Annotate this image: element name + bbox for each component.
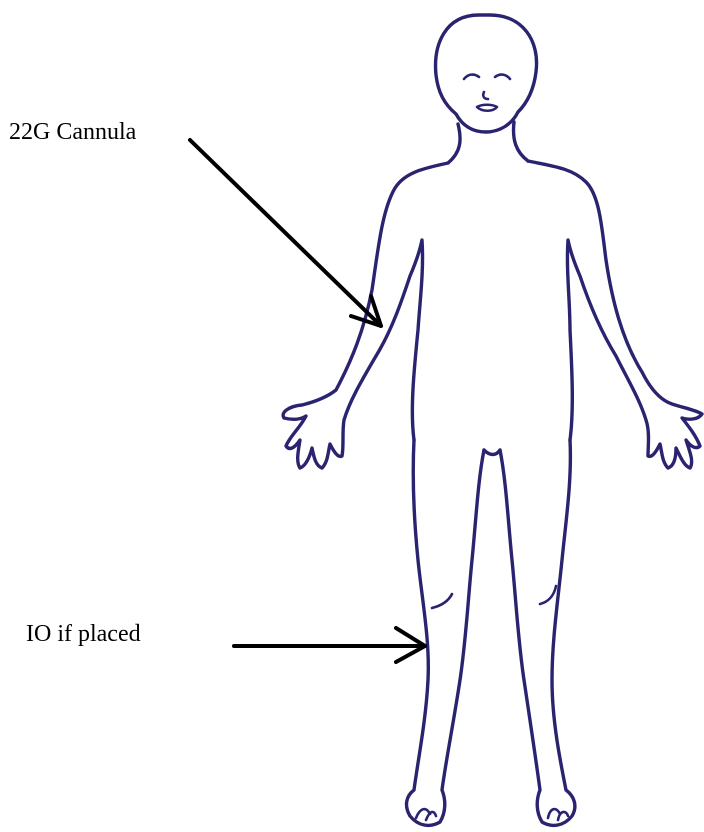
head-outline <box>436 15 537 132</box>
cannula-arrow-shaft <box>190 140 381 326</box>
right-toes <box>548 809 568 820</box>
cannula-arrow <box>190 140 381 326</box>
left-eye <box>464 75 479 79</box>
cannula-label: 22G Cannula <box>9 120 136 144</box>
io-arrow <box>234 628 425 662</box>
left-leg-outline <box>407 440 484 825</box>
left-knee <box>432 594 452 608</box>
neck-right <box>514 122 528 161</box>
right-leg-outline <box>500 440 575 825</box>
nose <box>483 92 488 99</box>
mouth <box>477 105 497 111</box>
right-knee <box>540 586 556 604</box>
torso-arms-outline-right <box>528 161 702 468</box>
neck-left <box>448 124 460 163</box>
body-outline <box>283 15 702 825</box>
left-toes <box>416 809 436 820</box>
right-eye <box>495 75 510 79</box>
crotch <box>484 450 500 455</box>
io-label: IO if placed <box>26 622 141 646</box>
torso-arms-outline <box>283 163 448 468</box>
